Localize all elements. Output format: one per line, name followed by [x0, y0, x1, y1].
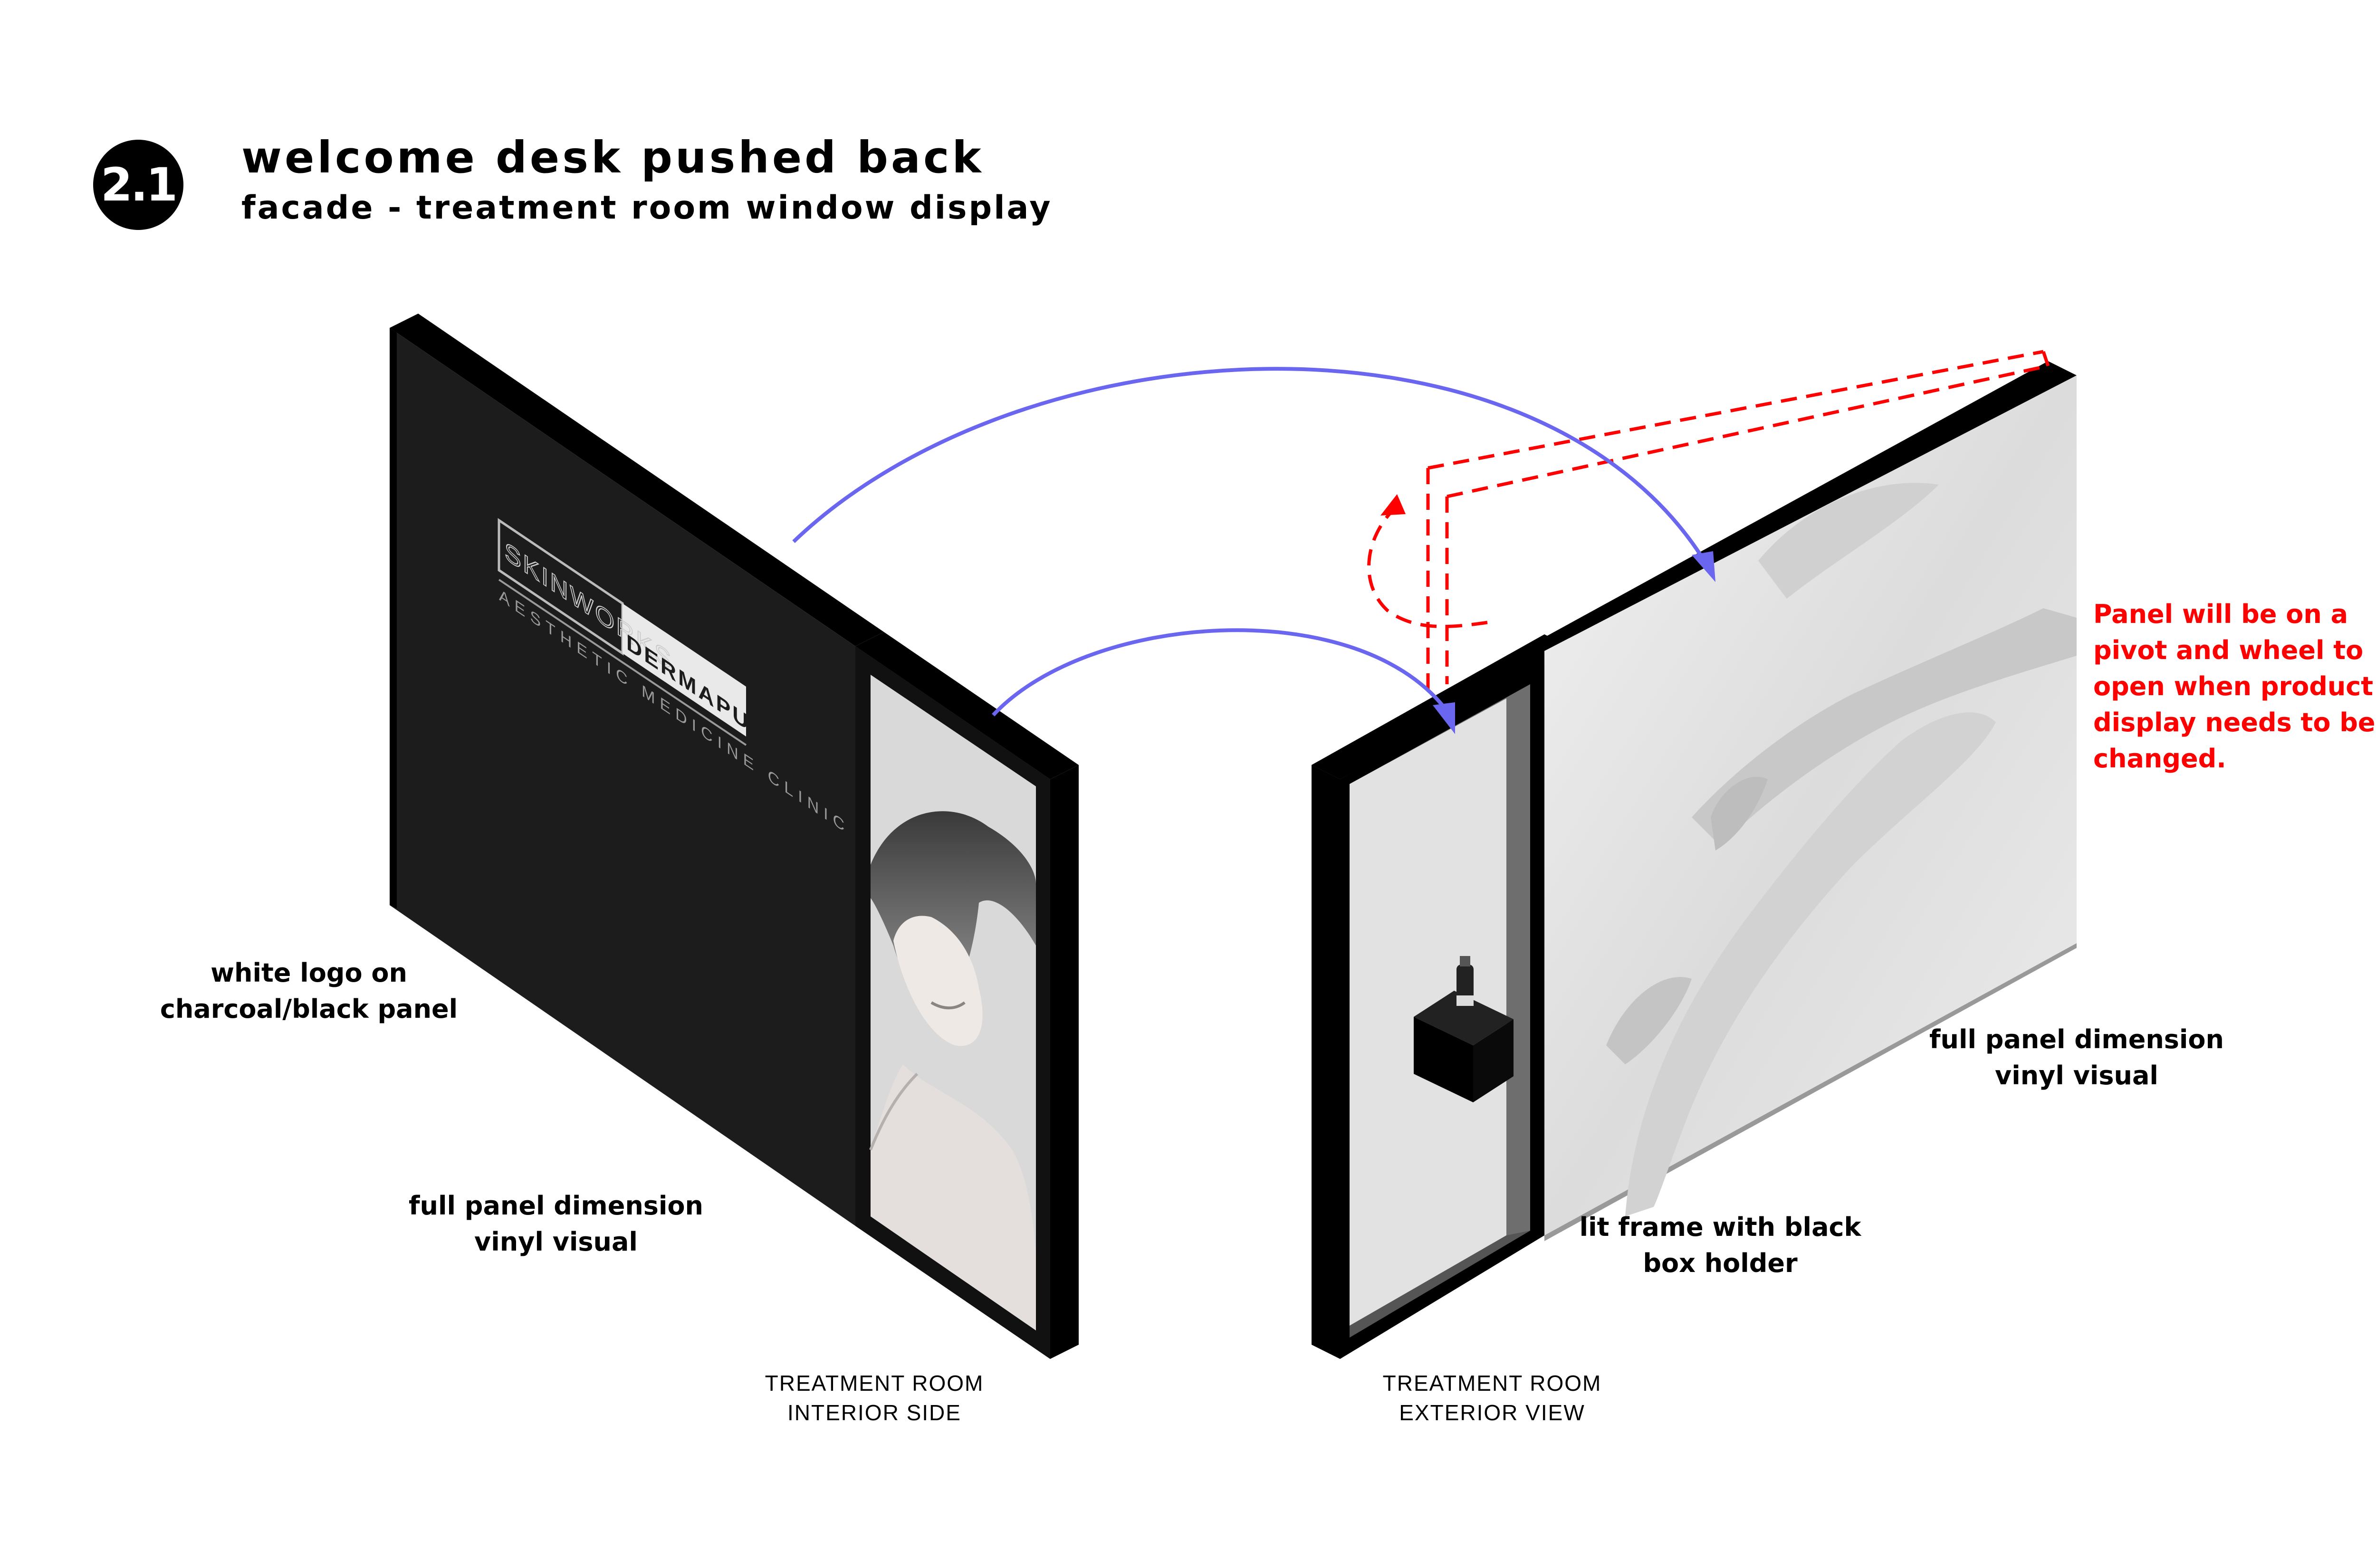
callout-lit-frame: lit frame with black box holder: [1563, 1209, 1877, 1281]
pivot-arrowhead: [1380, 494, 1406, 516]
panel-side-edge: [390, 328, 397, 908]
arrow-frame-relocation: [993, 630, 1445, 715]
callout-exterior-vinyl: full panel dimension vinyl visual: [1910, 1022, 2243, 1094]
arrow-panel-relocation: [794, 369, 1701, 556]
callout-pivot-note: Panel will be on a pivot and wheel to op…: [2093, 596, 2376, 777]
callout-interior-vinyl: full panel dimension vinyl visual: [385, 1188, 727, 1260]
caption-exterior-view: TREATMENT ROOM EXTERIOR VIEW: [1354, 1368, 1630, 1427]
exterior-view-unit: [1312, 352, 2077, 1359]
caption-interior-side: TREATMENT ROOM INTERIOR SIDE: [737, 1368, 1012, 1427]
callout-white-logo: white logo on charcoal/black panel: [143, 955, 475, 1027]
